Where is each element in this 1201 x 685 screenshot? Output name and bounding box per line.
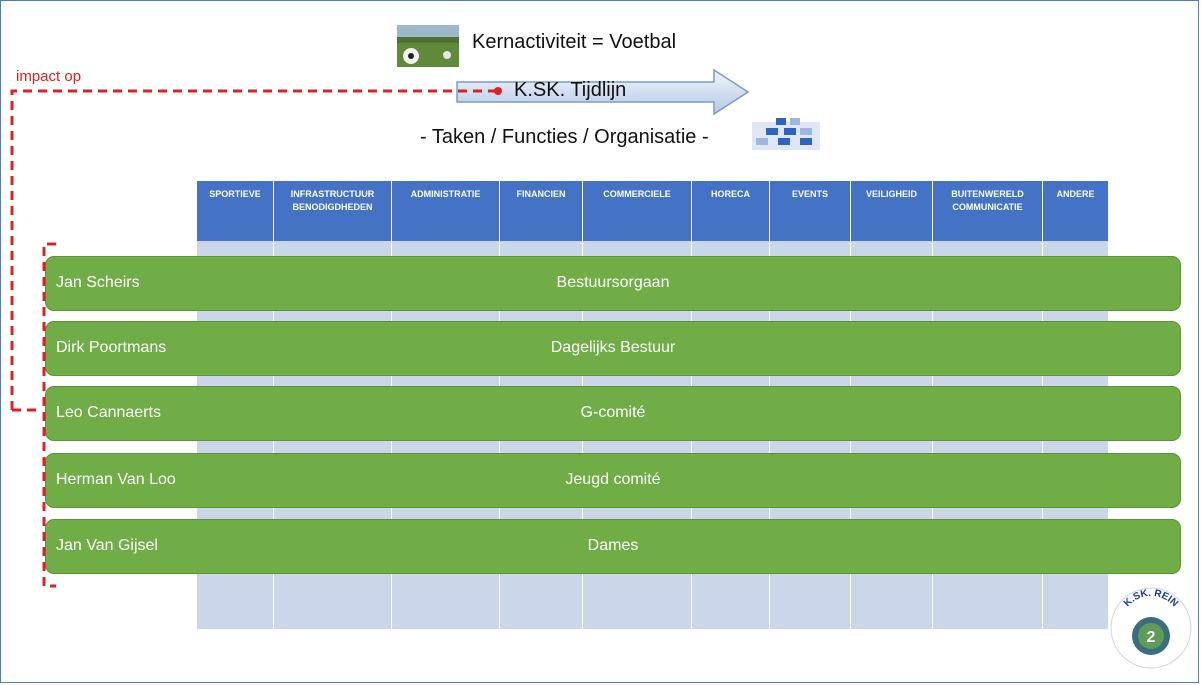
committee-bar-dagelijks-bestuur[interactable]: Dirk Poortmans Dagelijks Bestuur — [45, 321, 1181, 376]
column-header: COMMERCIELE — [583, 181, 691, 241]
club-logo: 2 K.SK. REIN — [1110, 587, 1192, 669]
impact-label: impact op — [16, 68, 82, 85]
column-header: VEILIGHEID — [851, 181, 932, 241]
committee-bar-g-comite[interactable]: Leo Cannaerts G-comité — [45, 386, 1181, 441]
committee-person: Herman Van Loo — [56, 471, 176, 488]
committee-person: Dirk Poortmans — [56, 339, 167, 356]
column-header: ANDERE — [1043, 181, 1108, 241]
committee-name: Dames — [587, 537, 639, 554]
timeline-label: K.SK. Tijdlijn — [514, 79, 627, 101]
committee-person: Leo Cannaerts — [56, 404, 161, 421]
committee-name: G-comité — [580, 404, 646, 421]
svg-text:2: 2 — [1147, 629, 1156, 646]
committee-name: Jeugd comité — [565, 471, 661, 488]
football-field-image — [397, 25, 459, 67]
column-header: INFRASTRUCTUUR BENODIGDHEDEN — [274, 181, 391, 241]
committee-person: Jan Van Gijsel — [56, 537, 158, 554]
page-title: Kernactiviteit = Voetbal — [472, 31, 677, 53]
column-header: HORECA — [692, 181, 769, 241]
column-header: ADMINISTRATIE — [392, 181, 499, 241]
column-header: FINANCIEN — [500, 181, 582, 241]
subtitle: - Taken / Functies / Organisatie - — [420, 126, 709, 148]
column-header: SPORTIEVE — [197, 181, 273, 241]
committee-name: Dagelijks Bestuur — [550, 339, 676, 356]
committee-bar-bestuursorgaan[interactable]: Jan Scheirs Bestuursorgaan — [45, 256, 1181, 311]
committee-person: Jan Scheirs — [56, 274, 140, 291]
committee-name: Bestuursorgaan — [556, 274, 670, 291]
timeline-arrow — [456, 68, 750, 116]
column-header: EVENTS — [770, 181, 850, 241]
committee-bar-dames[interactable]: Jan Van Gijsel Dames — [45, 519, 1181, 574]
column-header: BUITENWERELD COMMUNICATIE — [933, 181, 1042, 241]
org-chart-icon — [752, 118, 820, 150]
